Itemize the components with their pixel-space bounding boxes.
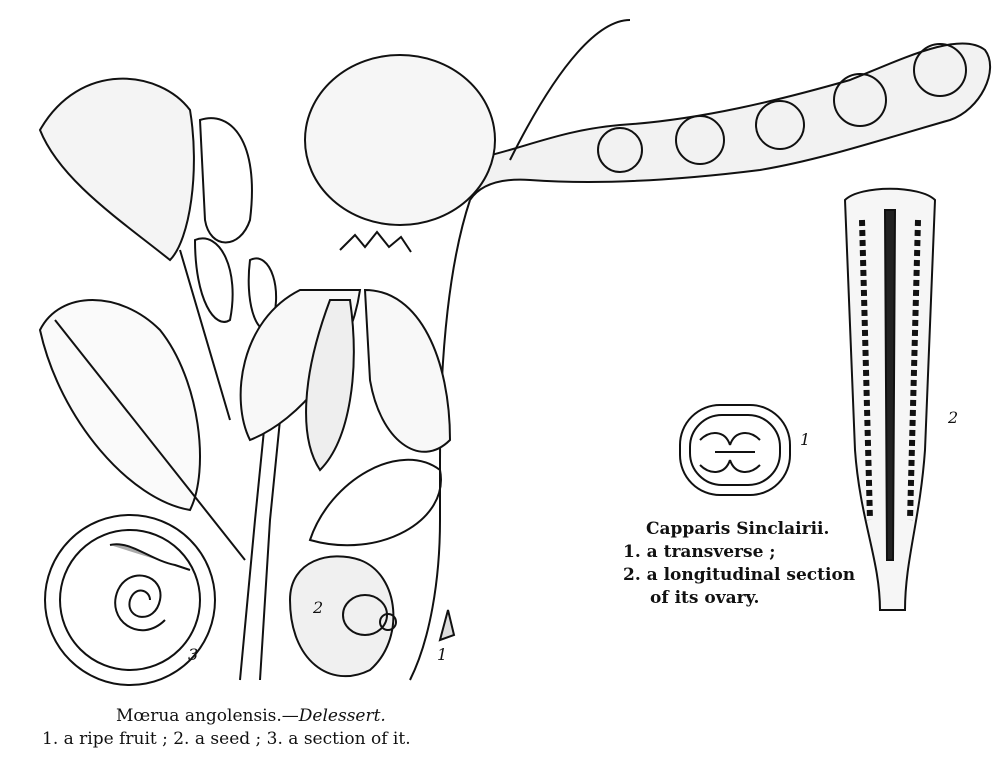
right-fig-label-1: 1	[800, 430, 811, 449]
longitudinal-section-drawing	[843, 187, 937, 611]
fruit-pod-drawing	[409, 42, 991, 681]
fruit-section-drawing	[44, 514, 216, 686]
species-name: Mœrua angolensis.	[116, 706, 282, 726]
right-caption-title: Capparis Sinclairii.	[646, 519, 830, 539]
separator: —	[281, 706, 299, 726]
flower-drawing	[38, 19, 631, 472]
fig-label-1: 1	[437, 645, 448, 664]
fig-label-2: 2	[313, 598, 324, 617]
right-legend-2: 2. a longitudinal section	[623, 565, 856, 585]
transverse-section-drawing	[679, 404, 791, 496]
author-name: Delessert.	[298, 706, 386, 726]
right-legend-1: 1. a transverse ;	[623, 542, 776, 562]
right-legend-3: of its ovary.	[650, 588, 760, 608]
fig-label-3: 3	[188, 645, 199, 664]
right-fig-label-2: 2	[948, 408, 959, 427]
left-caption-legend: 1. a ripe fruit ; 2. a seed ; 3. a secti…	[42, 729, 411, 749]
seed-drawing	[288, 555, 397, 678]
left-caption-title: Mœrua angolensis.—Delessert.	[116, 705, 386, 727]
